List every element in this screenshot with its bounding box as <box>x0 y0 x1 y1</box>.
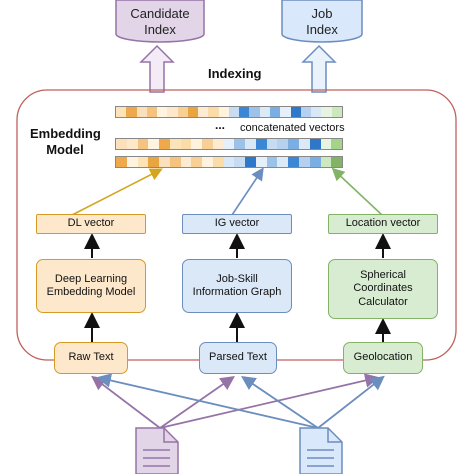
dl-vector-box: DL vector <box>36 214 146 234</box>
parsed-text-box: Parsed Text <box>199 342 277 374</box>
loc-model-line2: Coordinates <box>353 282 413 295</box>
job-document-icon <box>299 427 343 474</box>
concatenated-vectors-label: concatenated vectors <box>240 122 345 134</box>
loc-model-line3: Calculator <box>358 295 408 308</box>
indexing-label: Indexing <box>208 66 262 81</box>
embedding-model-title-line1: Embedding <box>30 126 101 141</box>
job-index-label: Job Index <box>282 6 362 39</box>
dl-model-line1: Deep Learning <box>54 272 128 285</box>
job-index-arrow <box>301 44 337 93</box>
candidate-index-arrow <box>139 44 175 93</box>
vector-strip-middle <box>115 138 343 150</box>
embedding-model-title-line2: Model <box>46 141 84 157</box>
ig-vector-box: IG vector <box>182 214 292 234</box>
candidate-index-line1: Candidate <box>130 6 190 21</box>
ig-model-line1: Job-Skill <box>216 272 258 285</box>
raw-text-box: Raw Text <box>54 342 128 374</box>
candidate-index-label: Candidate Index <box>116 6 204 39</box>
job-index-cylinder <box>281 0 363 43</box>
embedding-model-title: Embedding Model <box>30 126 101 157</box>
spherical-calculator-box: Spherical Coordinates Calculator <box>328 259 438 319</box>
vector-strip-top <box>115 106 343 118</box>
ellipsis-text: ... <box>215 118 226 132</box>
location-vector-box: Location vector <box>328 214 438 234</box>
loc-model-line1: Spherical <box>360 269 406 282</box>
vector-strip-bottom <box>115 156 343 168</box>
dl-model-line2: Embedding Model <box>46 286 136 298</box>
geolocation-box: Geolocation <box>343 342 423 374</box>
deep-learning-model-box: Deep Learning Embedding Model <box>36 259 146 313</box>
candidate-index-line2: Index <box>144 22 176 38</box>
job-index-line1: Job <box>311 6 333 21</box>
information-graph-box: Job-Skill Information Graph <box>182 259 292 313</box>
ig-model-line2: Information Graph <box>192 286 282 298</box>
job-index-line2: Index <box>306 22 338 38</box>
candidate-index-cylinder <box>115 0 205 43</box>
candidate-document-icon <box>135 427 179 474</box>
